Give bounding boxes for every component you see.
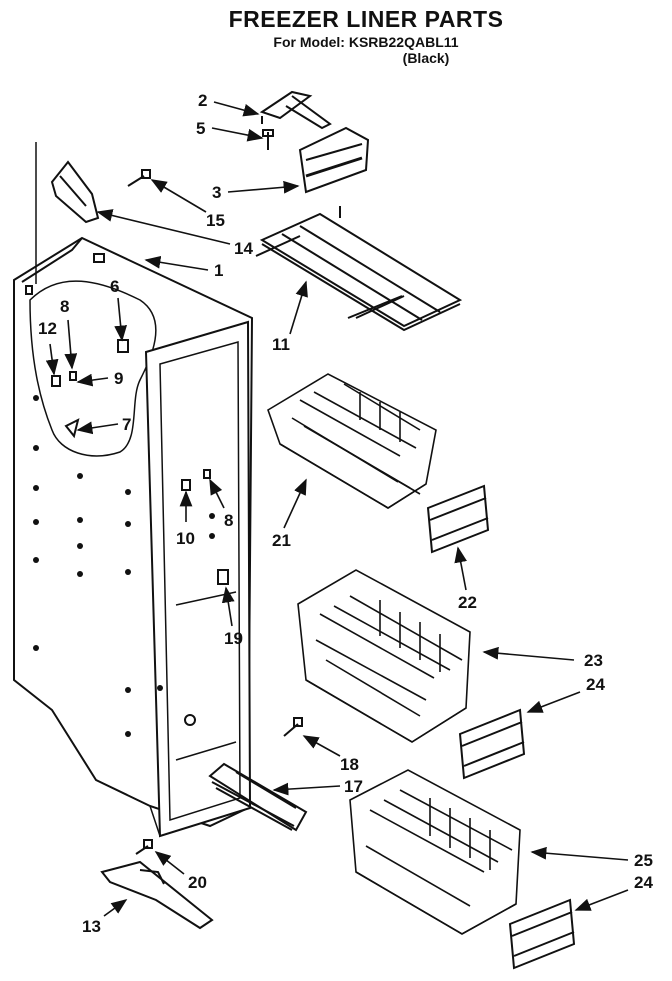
callout-18: 18 — [340, 755, 359, 774]
bracket-part-14 — [50, 160, 100, 224]
hinge-part-13 — [100, 860, 214, 930]
model-line: For Model: KSRB22QABL11 — [273, 34, 459, 50]
basket-part-21 — [267, 373, 437, 509]
callout-6: 6 — [110, 277, 119, 296]
callout-9: 9 — [114, 369, 123, 388]
callout-17: 17 — [344, 777, 363, 796]
screw-part-18 — [283, 717, 303, 737]
callout-13: 13 — [82, 917, 101, 936]
basket-part-25 — [349, 769, 521, 935]
callout-2: 2 — [198, 91, 207, 110]
basket-front-part-22 — [426, 484, 490, 554]
callout-3: 3 — [212, 183, 221, 202]
callout-25: 25 — [634, 851, 653, 870]
basket-part-23 — [297, 569, 471, 743]
callout-1: 1 — [214, 261, 223, 280]
basket-front-part-24-lower — [508, 898, 576, 970]
callout-19: 19 — [224, 629, 243, 648]
callout-12: 12 — [38, 319, 57, 338]
freezer-liner — [13, 236, 254, 838]
callout-11: 11 — [272, 335, 290, 354]
callout-8-lower: 8 — [224, 511, 233, 530]
callout-10: 10 — [176, 529, 195, 548]
callout-14: 14 — [234, 239, 253, 258]
callout-22: 22 — [458, 593, 477, 612]
liner-hardware — [25, 253, 229, 726]
callout-23: 23 — [584, 651, 603, 670]
callout-21: 21 — [272, 531, 291, 550]
screw-part-15 — [127, 169, 151, 187]
color-line: (Black) — [402, 50, 450, 66]
callout-8-upper: 8 — [60, 297, 69, 316]
callout-20: 20 — [188, 873, 207, 892]
callout-5: 5 — [196, 119, 205, 138]
screw-part-20 — [135, 839, 153, 855]
callout-labels: 2 5 3 15 14 1 8 6 12 9 7 11 10 8 21 22 1… — [38, 91, 653, 936]
grille-part-17 — [208, 762, 308, 832]
hanger-part-2 — [259, 90, 332, 130]
leader-lines — [45, 101, 629, 917]
callout-15: 15 — [206, 211, 225, 230]
callout-24-lower: 24 — [634, 873, 653, 892]
screw-part-5 — [262, 129, 274, 150]
liner-holes — [33, 395, 215, 737]
callout-7: 7 — [122, 415, 131, 434]
diagram-title: FREEZER LINER PARTS — [228, 6, 504, 32]
basket-front-part-24-upper — [458, 708, 526, 780]
pan-part-3 — [298, 126, 370, 194]
callout-24-upper: 24 — [586, 675, 605, 694]
wire-shelf-part-11 — [255, 206, 463, 332]
